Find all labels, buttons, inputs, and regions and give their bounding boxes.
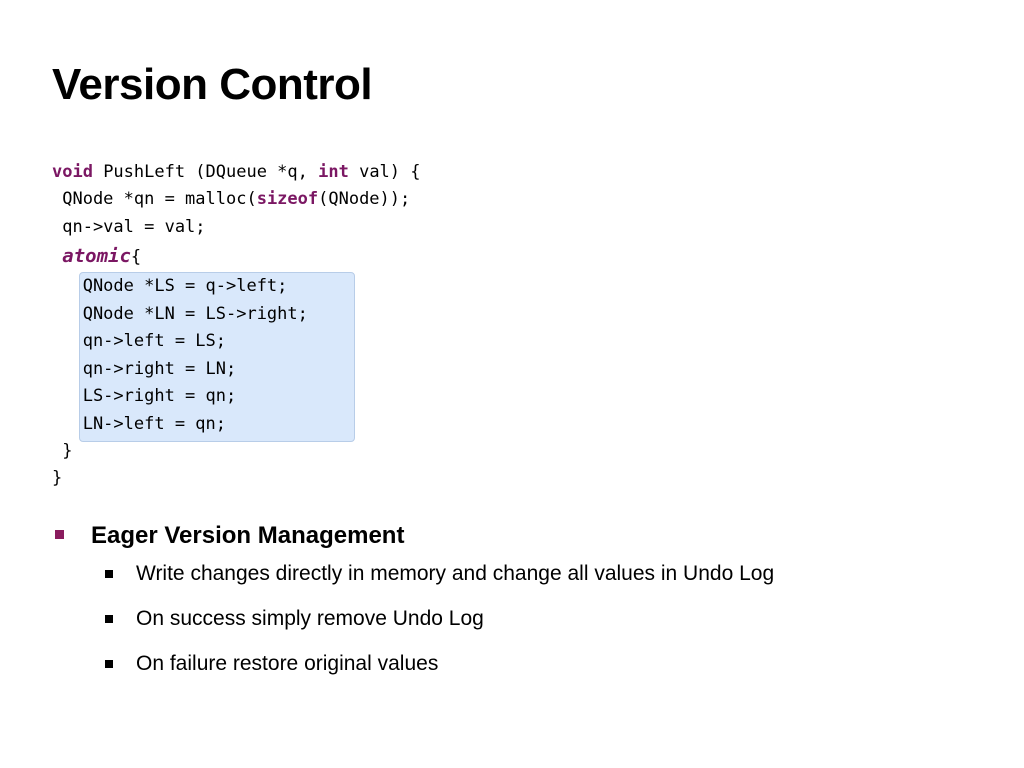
code-text: val) {: [348, 162, 421, 182]
code-line-atomic-body: LS->right = qn;: [52, 386, 237, 406]
square-bullet-icon: [105, 615, 113, 623]
atomic-highlight-box: [79, 272, 355, 442]
square-bullet-icon: [105, 660, 113, 668]
square-bullet-icon: [105, 570, 113, 578]
code-line-assign-val: qn->val = val;: [52, 217, 206, 237]
code-text: {: [130, 247, 142, 267]
code-text: (QNode));: [318, 189, 411, 209]
code-line-signature: void PushLeft (DQueue *q, int val) {: [52, 158, 421, 186]
bullet-sub-text: On failure restore original values: [136, 652, 439, 675]
code-line-close-outer: }: [52, 468, 63, 488]
keyword-sizeof: sizeof: [256, 189, 319, 209]
code-line-atomic-body: LN->left = qn;: [52, 414, 226, 434]
keyword-int: int: [318, 162, 349, 182]
bullet-main-text: Eager Version Management: [91, 522, 405, 549]
keyword-void: void: [52, 162, 93, 182]
code-line-malloc: QNode *qn = malloc(sizeof(QNode));: [52, 185, 410, 213]
code-line-atomic-body: QNode *LS = q->left;: [52, 276, 288, 296]
keyword-atomic: atomic: [62, 245, 131, 267]
code-text: [52, 247, 62, 267]
code-line-atomic-body: QNode *LN = LS->right;: [52, 304, 308, 324]
code-line-atomic-body: qn->left = LS;: [52, 331, 226, 351]
code-line-atomic: atomic{: [52, 242, 141, 270]
slide-title: Version Control: [52, 60, 373, 109]
code-text: PushLeft (DQueue *q,: [92, 162, 319, 182]
bullet-sub-text: On success simply remove Undo Log: [136, 607, 484, 630]
code-line-close-inner: }: [52, 441, 73, 461]
code-text: QNode *qn = malloc(: [52, 189, 257, 209]
square-bullet-icon: [55, 530, 64, 539]
bullet-sub-text: Write changes directly in memory and cha…: [136, 562, 775, 585]
code-line-atomic-body: qn->right = LN;: [52, 359, 237, 379]
